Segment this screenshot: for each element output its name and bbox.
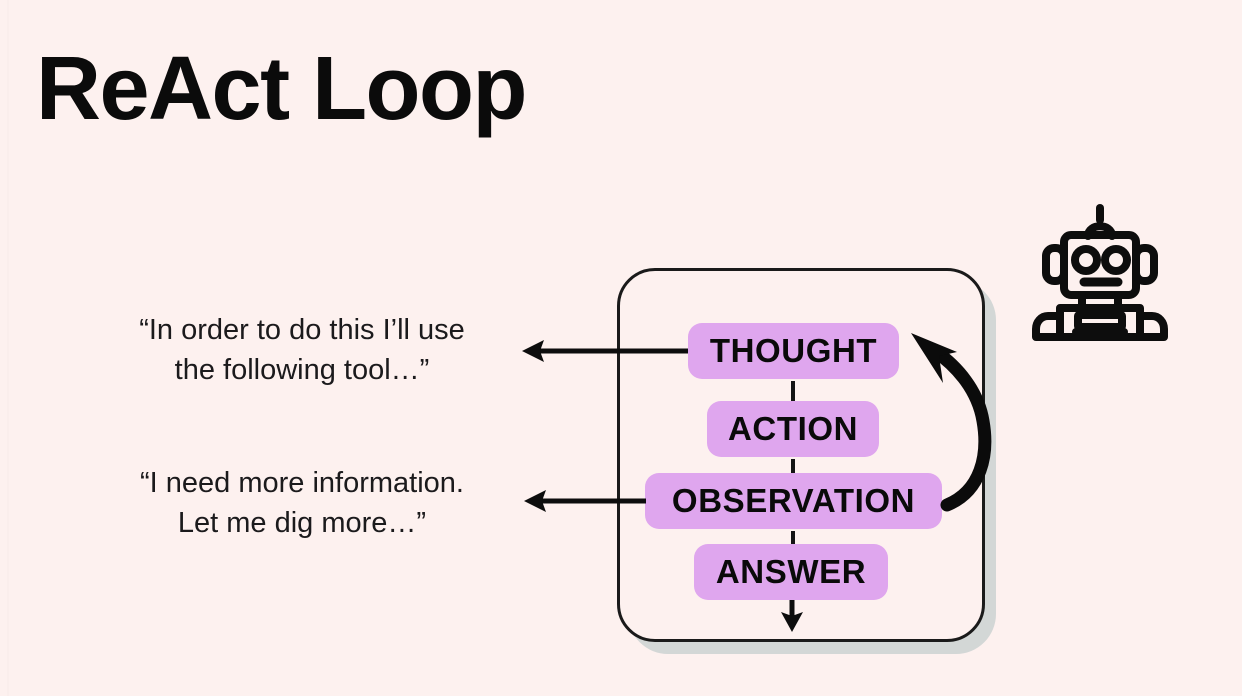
step-observation[interactable]: OBSERVATION: [645, 473, 942, 529]
connector-observation-answer: [791, 531, 795, 544]
edge-artifact: [7, 0, 9, 696]
thought-quote-line-1: “In order to do this I’ll use: [139, 314, 465, 346]
step-thought[interactable]: THOUGHT: [688, 323, 899, 379]
step-answer[interactable]: ANSWER: [694, 544, 888, 600]
connector-thought-action: [791, 381, 795, 401]
arrow-down-icon: [781, 600, 803, 632]
connector-action-observation: [791, 459, 795, 473]
thought-quote: “In order to do this I’ll use the follow…: [92, 310, 512, 390]
observation-quote-line-1: “I need more information.: [140, 467, 464, 499]
step-action[interactable]: ACTION: [707, 401, 879, 457]
robot-icon: [1032, 204, 1168, 341]
curved-arrow-up-icon: [911, 333, 992, 512]
page-title: ReAct Loop: [36, 39, 527, 139]
observation-quote: “I need more information. Let me dig mor…: [92, 463, 512, 543]
arrow-left-icon-observation: [524, 490, 646, 512]
arrow-left-icon-thought: [522, 340, 688, 362]
observation-quote-line-2: Let me dig more…”: [177, 507, 427, 540]
thought-quote-line-2: the following tool…”: [174, 354, 430, 387]
